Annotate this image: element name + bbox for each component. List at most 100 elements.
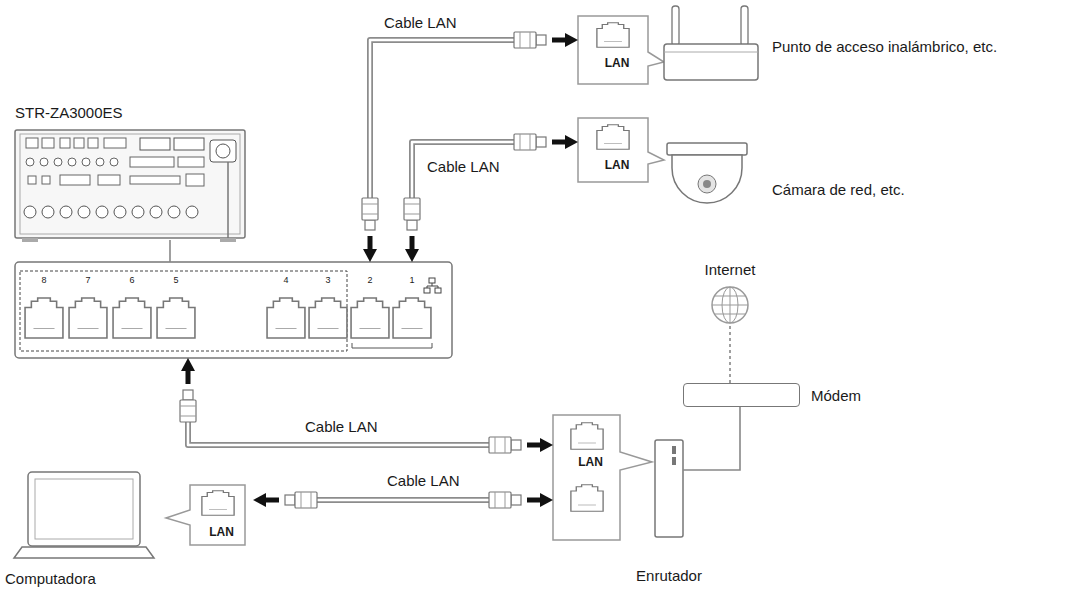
arrow-head — [253, 492, 317, 508]
plug-ridge — [362, 214, 378, 215]
plug-tip — [365, 220, 375, 230]
lan-cable — [404, 134, 578, 262]
speaker-terminal — [168, 206, 180, 218]
plug-ridge — [530, 134, 531, 150]
lan-callout: LAN — [553, 415, 628, 540]
lan-port — [309, 298, 347, 338]
router-body — [655, 440, 683, 537]
device-label: Módem — [811, 387, 861, 405]
plug-tip — [536, 137, 546, 147]
speaker-terminal — [150, 206, 162, 218]
speaker-terminal — [60, 206, 72, 218]
globe-drawing — [712, 287, 748, 323]
cable-inner — [412, 142, 514, 198]
jack — [178, 157, 204, 167]
cable-outer — [317, 497, 489, 503]
lan-port-icon — [202, 491, 234, 516]
cable-inner — [317, 499, 489, 502]
network-switch: 87654321 — [15, 262, 452, 358]
network-icon — [427, 283, 438, 288]
device-name: STR-ZA3000ES — [15, 104, 123, 122]
jack — [68, 158, 76, 166]
router-light — [672, 446, 676, 454]
plug-body — [514, 32, 536, 48]
cable-label: Cable LAN — [303, 418, 380, 436]
arrow-head — [405, 249, 419, 262]
jack — [74, 138, 84, 148]
jack — [54, 158, 62, 166]
plug-tip — [511, 495, 521, 505]
arrow-shaft — [552, 140, 566, 145]
plug-tip — [285, 495, 295, 505]
terminal — [140, 138, 170, 150]
plug-body — [295, 492, 317, 508]
internet-globe: Internet — [712, 287, 748, 323]
camera-lens — [698, 175, 716, 193]
lan-port — [393, 298, 431, 338]
arrow-head — [363, 249, 377, 262]
link-line — [683, 407, 740, 470]
port-number: 8 — [34, 275, 54, 286]
speaker-terminal — [96, 206, 108, 218]
jack — [88, 138, 98, 148]
plug-ridge — [505, 437, 506, 453]
cable-inner — [370, 40, 514, 198]
jack — [96, 158, 104, 166]
lan-port — [267, 298, 305, 338]
lan-callout: LAN — [578, 118, 656, 182]
jack — [26, 138, 38, 148]
router: Enrutador — [655, 440, 683, 537]
speaker-terminal — [24, 206, 36, 218]
port-number: 2 — [360, 275, 380, 286]
plug-body — [489, 492, 511, 508]
arrow-shaft — [527, 498, 541, 503]
plug-body — [404, 198, 420, 220]
arrow-shaft — [552, 38, 566, 43]
speaker-terminal — [42, 206, 54, 218]
speaker-terminal — [186, 206, 198, 218]
terminal — [174, 138, 204, 150]
antenna — [741, 6, 748, 46]
port-label: LAN — [578, 158, 656, 172]
access-point-drawing — [664, 6, 758, 80]
lan-callout: LAN — [190, 485, 253, 545]
lan-port-icon — [571, 423, 603, 450]
arrow-head — [540, 438, 553, 452]
plug-ridge — [530, 32, 531, 48]
device-label: Punto de acceso inalámbrico, etc. — [772, 38, 997, 56]
plug-body — [180, 400, 196, 422]
router-light — [672, 457, 676, 465]
port-number: 6 — [122, 275, 142, 286]
lan-cable — [253, 492, 553, 508]
antenna — [672, 6, 679, 46]
jack — [42, 138, 54, 148]
receiver-foot — [220, 238, 236, 242]
receiver-foot — [22, 238, 38, 242]
laptop-base — [14, 547, 154, 558]
arrow-shaft — [186, 370, 191, 384]
plug-body — [514, 134, 536, 150]
jack — [42, 176, 50, 184]
lan-port — [157, 298, 195, 338]
plug-tip — [407, 220, 417, 230]
lan-port — [113, 298, 151, 338]
receiver: STR-ZA3000ES — [15, 128, 245, 240]
access-point-edge — [664, 52, 758, 53]
jack — [130, 157, 174, 167]
link-line — [730, 323, 731, 383]
access-point: Punto de acceso inalámbrico, etc. — [662, 6, 760, 82]
cable-outer — [370, 40, 514, 198]
link-line — [683, 407, 740, 470]
jack — [26, 158, 34, 166]
plug-ridge — [495, 437, 496, 453]
jack — [60, 175, 90, 185]
plug-ridge — [404, 214, 420, 215]
camera-drawing — [667, 143, 747, 203]
network-icon — [435, 288, 441, 293]
plug-tip — [183, 390, 193, 400]
switch-drawing — [15, 262, 452, 358]
arrow-head — [181, 358, 195, 371]
arrow-shaft — [410, 236, 415, 250]
arrow-head — [565, 135, 578, 149]
